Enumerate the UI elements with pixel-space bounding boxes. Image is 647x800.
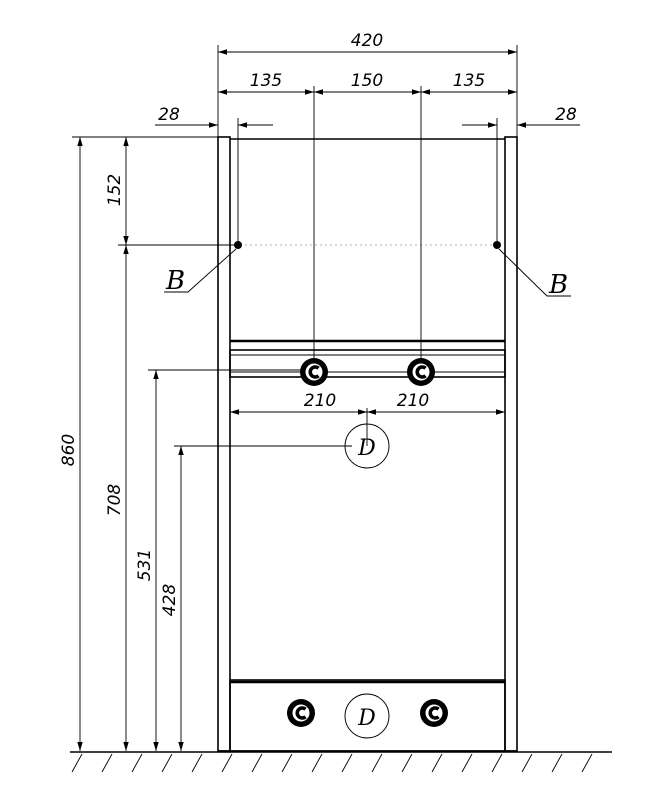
svg-text:D: D [357, 706, 376, 731]
dim-half-right: 210 [397, 391, 429, 411]
middle-rail [229, 349, 506, 378]
dim-seg-mid: 150 [351, 71, 383, 91]
svg-text:D: D [357, 436, 376, 461]
d-drain-icon-lower: D [344, 693, 390, 739]
cabinet [217, 136, 518, 752]
c-connection-icon-lower-left [287, 699, 315, 727]
dim-overall-width: 420 [351, 31, 383, 51]
b-markers: B B [164, 241, 571, 300]
cabinet-left-side [217, 136, 231, 752]
dim-height-c: 531 [135, 549, 155, 581]
dim-height-d: 428 [160, 584, 180, 617]
dim-half-left: 210 [304, 391, 336, 411]
offset-dimensions: 28 28 [155, 105, 580, 245]
dim-height-b: 708 [105, 484, 125, 517]
floor [70, 751, 612, 773]
c-connection-icon-lower-right [420, 699, 448, 727]
dim-offset-right: 28 [555, 105, 577, 125]
b-label-right: B [548, 270, 568, 300]
b-point-right [493, 241, 501, 249]
c-connection-icon-upper-right [407, 358, 435, 386]
top-dimensions: 420 135 150 135 [217, 31, 518, 362]
dim-seg-right: 135 [453, 71, 485, 91]
dim-seg-left: 135 [250, 71, 282, 91]
d-drain-icon-upper: D [344, 423, 390, 469]
dim-height-total: 860 [59, 434, 79, 466]
dim-top-drop: 152 [105, 174, 125, 206]
vertical-dimensions: 860 152 708 531 428 [59, 136, 352, 751]
b-label-left: B [165, 266, 185, 296]
half-width-dimensions: 210 210 [230, 391, 505, 446]
dim-offset-left: 28 [158, 105, 180, 125]
cabinet-right-side [504, 136, 518, 752]
c-connection-icon-upper-left [300, 358, 328, 386]
b-point-left [234, 241, 242, 249]
